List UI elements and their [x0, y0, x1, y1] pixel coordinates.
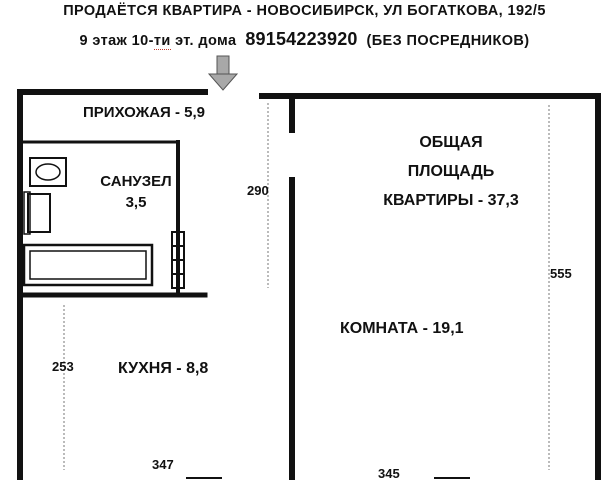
bathroom-label: САНУЗЕЛ 3,5	[96, 173, 176, 211]
hallway-label: ПРИХОЖАЯ - 5,9	[83, 104, 206, 121]
title-line: ПРОДАЁТСЯ КВАРТИРА - НОВОСИБИРСК, УЛ БОГ…	[0, 3, 609, 19]
toilet-icon	[23, 191, 51, 235]
floor-text-underlined: ти	[153, 33, 171, 50]
total-area-line3: КВАРТИРЫ - 37,3	[383, 192, 519, 209]
dimension-guides	[63, 103, 550, 470]
partition-dimension: 290	[247, 183, 269, 198]
house-text: эт. дома	[170, 33, 237, 49]
floor-text: 9 этаж 10-	[79, 33, 154, 49]
walls	[17, 89, 601, 480]
title-text: ПРОДАЁТСЯ КВАРТИРА - НОВОСИБИРСК, УЛ БОГ…	[63, 3, 546, 19]
room-label: КОМНАТА - 19,1	[340, 320, 464, 337]
bathroom-area: 3,5	[125, 194, 147, 211]
room-height-dimension: 555	[550, 266, 572, 281]
no-agents-note: (БЕЗ ПОСРЕДНИКОВ)	[366, 33, 530, 49]
bathroom-name: САНУЗЕЛ	[100, 173, 172, 190]
total-area-line2: ПЛОЩАДЬ	[407, 163, 495, 180]
bathtub-icon	[22, 243, 154, 287]
kitchen-width-dimension: 347	[152, 457, 174, 472]
total-area-line1: ОБЩАЯ	[419, 134, 483, 151]
room-width-dimension: 345	[378, 466, 400, 481]
radiator-icon	[171, 231, 185, 289]
total-area-label: ОБЩАЯ ПЛОЩАДЬ КВАРТИРЫ - 37,3	[356, 128, 546, 215]
kitchen-height-dimension: 253	[52, 359, 74, 374]
kitchen-label: КУХНЯ - 8,8	[118, 360, 209, 377]
subtitle-line: 9 этаж 10-ти эт. дома 89154223920 (БЕЗ П…	[0, 29, 609, 50]
sink-icon	[29, 157, 67, 187]
down-arrow-icon	[207, 55, 239, 91]
phone-number[interactable]: 89154223920	[245, 29, 358, 49]
